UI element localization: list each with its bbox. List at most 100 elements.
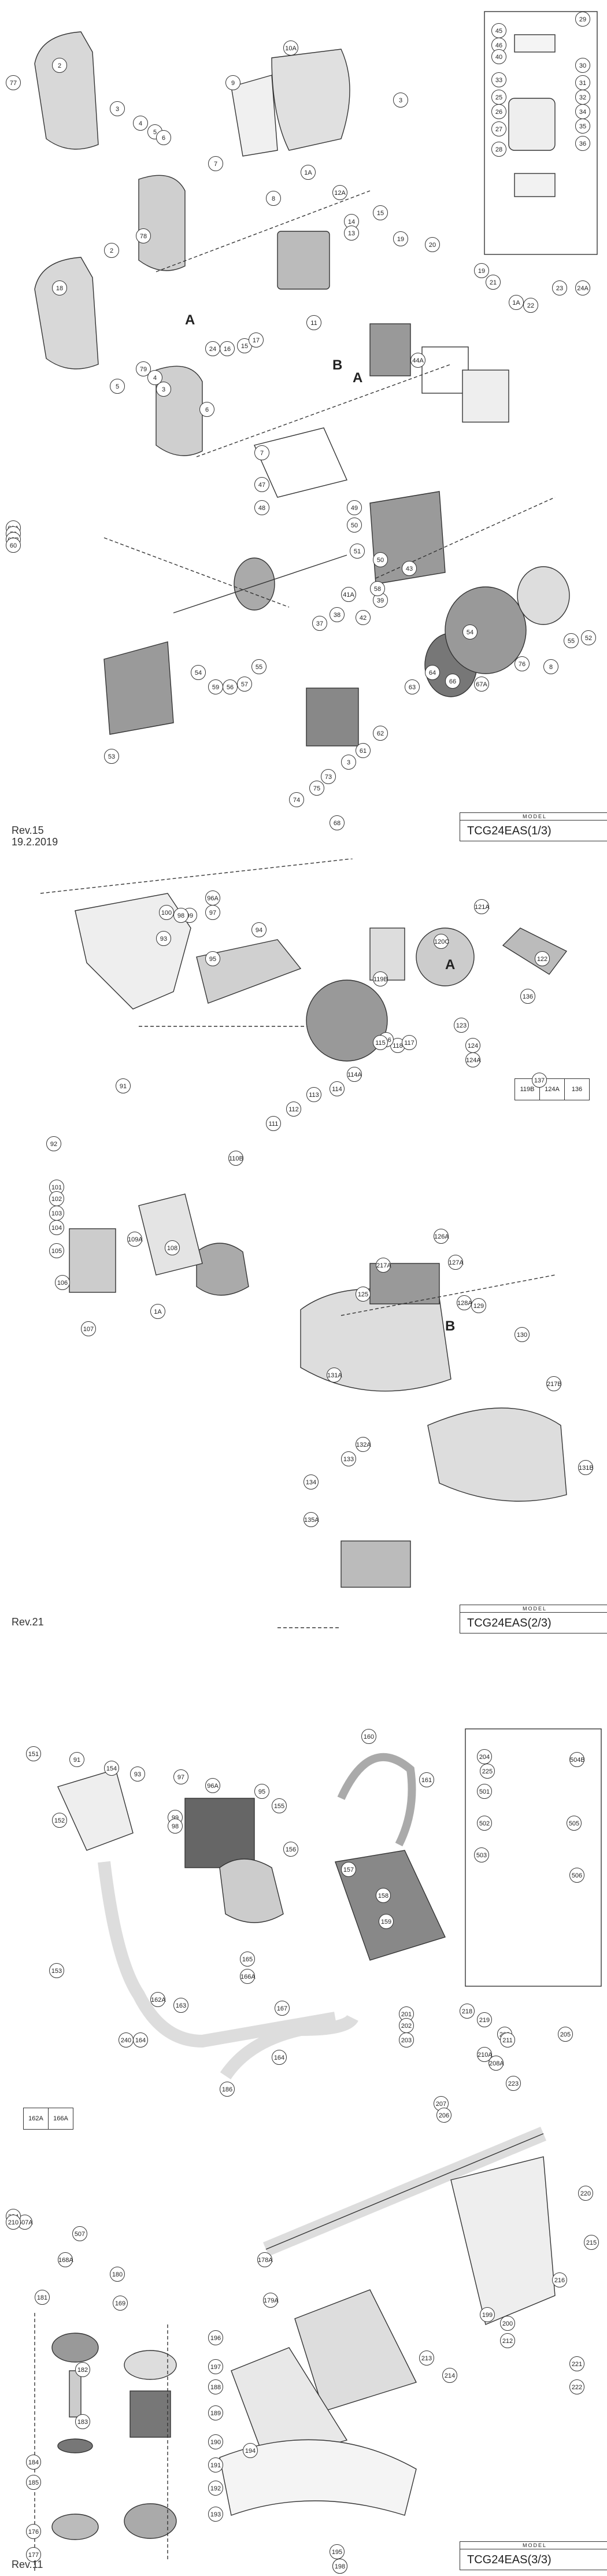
- part-callout: 217B: [546, 1376, 562, 1391]
- part-callout: 67A: [474, 677, 489, 692]
- kit-parts-box: 162A 166A: [23, 2108, 73, 2130]
- part-callout: 222: [569, 2379, 584, 2394]
- part-callout: 121A: [474, 899, 490, 914]
- model-box: MODEL TCG24EAS(3/3): [460, 2541, 607, 2570]
- part-callout: 91: [116, 1078, 131, 1093]
- part-callout: 133: [341, 1451, 356, 1466]
- part-callout: 1A: [301, 165, 316, 180]
- part-callout: 73: [321, 769, 336, 784]
- part-callout: 164: [133, 2032, 148, 2048]
- part-callout: 53: [104, 749, 119, 764]
- part-callout: 61: [356, 743, 371, 758]
- part-callout: 195: [330, 2544, 345, 2559]
- part-callout: 57: [237, 677, 252, 692]
- part-callout: 107: [81, 1321, 96, 1336]
- model-header: MODEL: [460, 813, 607, 821]
- part-callout: 34: [575, 104, 590, 119]
- part-callout: 44A: [410, 353, 425, 368]
- part-callout: 166A: [240, 1969, 256, 1984]
- part-callout: 27: [491, 121, 506, 136]
- part-callout: 109A: [127, 1232, 143, 1247]
- part-callout: 49: [347, 500, 362, 515]
- part-callout: 113: [306, 1087, 321, 1102]
- kit-part-136: 136: [571, 1086, 583, 1093]
- kit-part-124a: 124A: [540, 1079, 565, 1100]
- part-callout: 7: [254, 445, 269, 460]
- part-callout: 10A: [283, 40, 298, 56]
- part-callout: 128A: [457, 1295, 472, 1310]
- part-callout: 125: [356, 1287, 371, 1302]
- part-callout: 127A: [448, 1255, 464, 1270]
- part-callout: 186: [220, 2082, 235, 2097]
- part-callout: 129: [471, 1298, 486, 1313]
- part-callout: 225: [480, 1764, 495, 1779]
- kit-part-119b: 119B: [515, 1079, 540, 1100]
- part-callout: 188: [208, 2379, 223, 2394]
- part-callout: 37: [312, 616, 327, 631]
- part-callout: 506: [569, 1868, 584, 1883]
- section-label-a-2: A: [353, 370, 363, 386]
- part-callout: 208A: [488, 2056, 504, 2071]
- part-callout: 157: [341, 1862, 356, 1877]
- part-callout: 182: [75, 2362, 90, 2377]
- part-callout: 45: [491, 23, 506, 38]
- part-callout: 219: [477, 2012, 492, 2027]
- part-callout: 6: [199, 402, 214, 417]
- part-callout: 198: [332, 2559, 347, 2574]
- section-label-b: B: [445, 1318, 456, 1334]
- part-callout: 38: [330, 607, 345, 622]
- part-callout: 114: [330, 1081, 345, 1096]
- part-callout: 210A: [477, 2047, 493, 2062]
- part-callout: 115: [373, 1035, 388, 1050]
- part-callout: 507: [72, 2226, 87, 2241]
- part-callout: 31: [575, 75, 590, 90]
- part-callout: 206: [436, 2108, 451, 2123]
- part-callout: 119B: [373, 971, 388, 986]
- part-callout: 25: [491, 90, 506, 105]
- part-callout: 4: [133, 116, 148, 131]
- part-callout: 91: [69, 1752, 84, 1767]
- part-callout: 204: [477, 1749, 492, 1764]
- part-callout: 17: [249, 332, 264, 348]
- part-callout: 18: [52, 280, 67, 295]
- part-callout: 50: [373, 552, 388, 567]
- part-callout: 35: [575, 119, 590, 134]
- part-callout: 9: [225, 75, 240, 90]
- revision-label: Rev.11: [12, 2559, 43, 2570]
- part-callout: 167: [275, 2001, 290, 2016]
- model-header: MODEL: [460, 1605, 607, 1613]
- part-callout: 19: [474, 263, 489, 278]
- part-callout: 1A: [150, 1304, 165, 1319]
- part-callout: 75: [309, 781, 324, 796]
- part-callout: 180: [110, 2267, 125, 2282]
- part-callout: 93: [130, 1766, 145, 1782]
- part-callout: 202: [399, 2018, 414, 2033]
- part-callout: 63: [405, 679, 420, 694]
- part-callout: 1A: [509, 295, 524, 310]
- part-callout: 189: [208, 2405, 223, 2420]
- part-callout: 98: [173, 908, 188, 923]
- part-callout: 52: [581, 630, 596, 645]
- part-callout: 41A: [341, 587, 356, 602]
- part-callout: 64: [425, 665, 440, 680]
- kit-part-162a: 162A: [24, 2108, 49, 2129]
- part-callout: 32: [575, 90, 590, 105]
- part-callout: 124: [465, 1038, 480, 1053]
- part-callout: 43: [402, 561, 417, 576]
- part-callout: 120C: [434, 934, 449, 949]
- part-callout: 77: [6, 75, 21, 90]
- part-callout: 13: [344, 226, 359, 241]
- part-callout: 42: [356, 610, 371, 625]
- part-callout: 103: [49, 1206, 64, 1221]
- part-callout: 50: [347, 518, 362, 533]
- part-callout: 29: [575, 12, 590, 27]
- part-callout: 94: [251, 922, 267, 937]
- part-callout: 104: [49, 1220, 64, 1235]
- part-callout: 114A: [347, 1067, 362, 1082]
- part-callout: 137: [532, 1073, 547, 1088]
- part-callout: 156: [283, 1842, 298, 1857]
- part-callout: 205: [558, 2027, 573, 2042]
- part-callout: 193: [208, 2507, 223, 2522]
- part-callout: 213: [419, 2350, 434, 2366]
